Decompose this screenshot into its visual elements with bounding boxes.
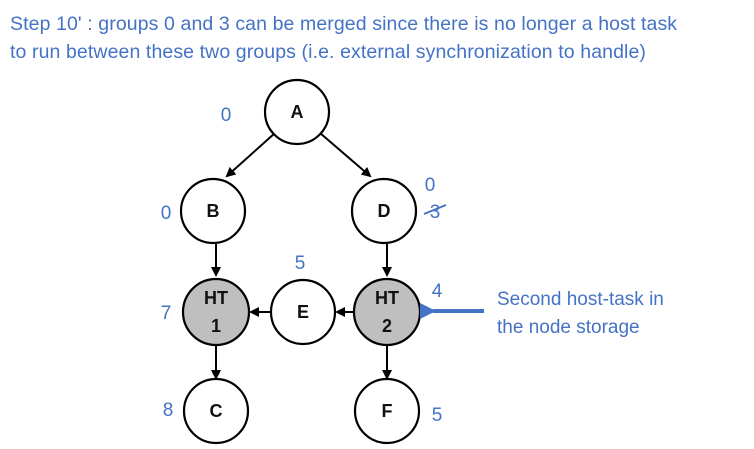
annotation-note-line1: Second host-task in [497, 289, 664, 310]
node-e-circle [269, 278, 337, 346]
node-ht1: HT 1 [181, 277, 251, 347]
group-number-d: 0 [425, 175, 436, 196]
group-number-e: 5 [295, 253, 306, 274]
node-ht1-label-line1: HT [204, 288, 228, 308]
node-ht1-circle [181, 277, 251, 347]
node-a: A [263, 78, 331, 146]
node-a-circle [263, 78, 331, 146]
node-c: C [182, 377, 250, 445]
node-ht2-label-line2: 2 [382, 316, 392, 336]
annotation-note-line2: the node storage [497, 317, 640, 338]
node-ht2-label-line1: HT [375, 288, 399, 308]
node-d: D [350, 177, 418, 245]
node-b-label: B [207, 201, 220, 221]
edge-a-d [319, 132, 372, 178]
node-b-circle [179, 177, 247, 245]
caption-line-2: to run between these two groups (i.e. ex… [10, 41, 647, 63]
strike-mark [423, 204, 447, 215]
group-number-ht1: 7 [161, 303, 172, 324]
node-ht2: HT 2 [352, 277, 422, 347]
edge-a-b [225, 132, 276, 178]
node-a-label: A [291, 102, 304, 122]
group-number-f: 5 [432, 405, 443, 426]
node-b: B [179, 177, 247, 245]
node-c-circle [182, 377, 250, 445]
group-number-c: 8 [163, 400, 174, 421]
node-f: F [353, 377, 421, 445]
node-c-label: C [210, 401, 223, 421]
node-f-label: F [382, 401, 393, 421]
node-d-label: D [378, 201, 391, 221]
struck-group-number-d-text: 3 [430, 202, 441, 223]
group-number-b: 0 [161, 203, 172, 224]
group-number-a: 0 [221, 105, 232, 126]
node-f-circle [353, 377, 421, 445]
node-e: E [269, 278, 337, 346]
node-d-circle [350, 177, 418, 245]
caption: Step 10' : groups 0 and 3 can be merged … [10, 10, 750, 66]
group-number-ht2: 4 [432, 281, 443, 302]
struck-group-number-d: 3 [423, 202, 447, 223]
caption-line-1: Step 10' : groups 0 and 3 can be merged … [10, 13, 678, 35]
node-e-label: E [297, 302, 309, 322]
node-ht1-label-line2: 1 [211, 316, 221, 336]
